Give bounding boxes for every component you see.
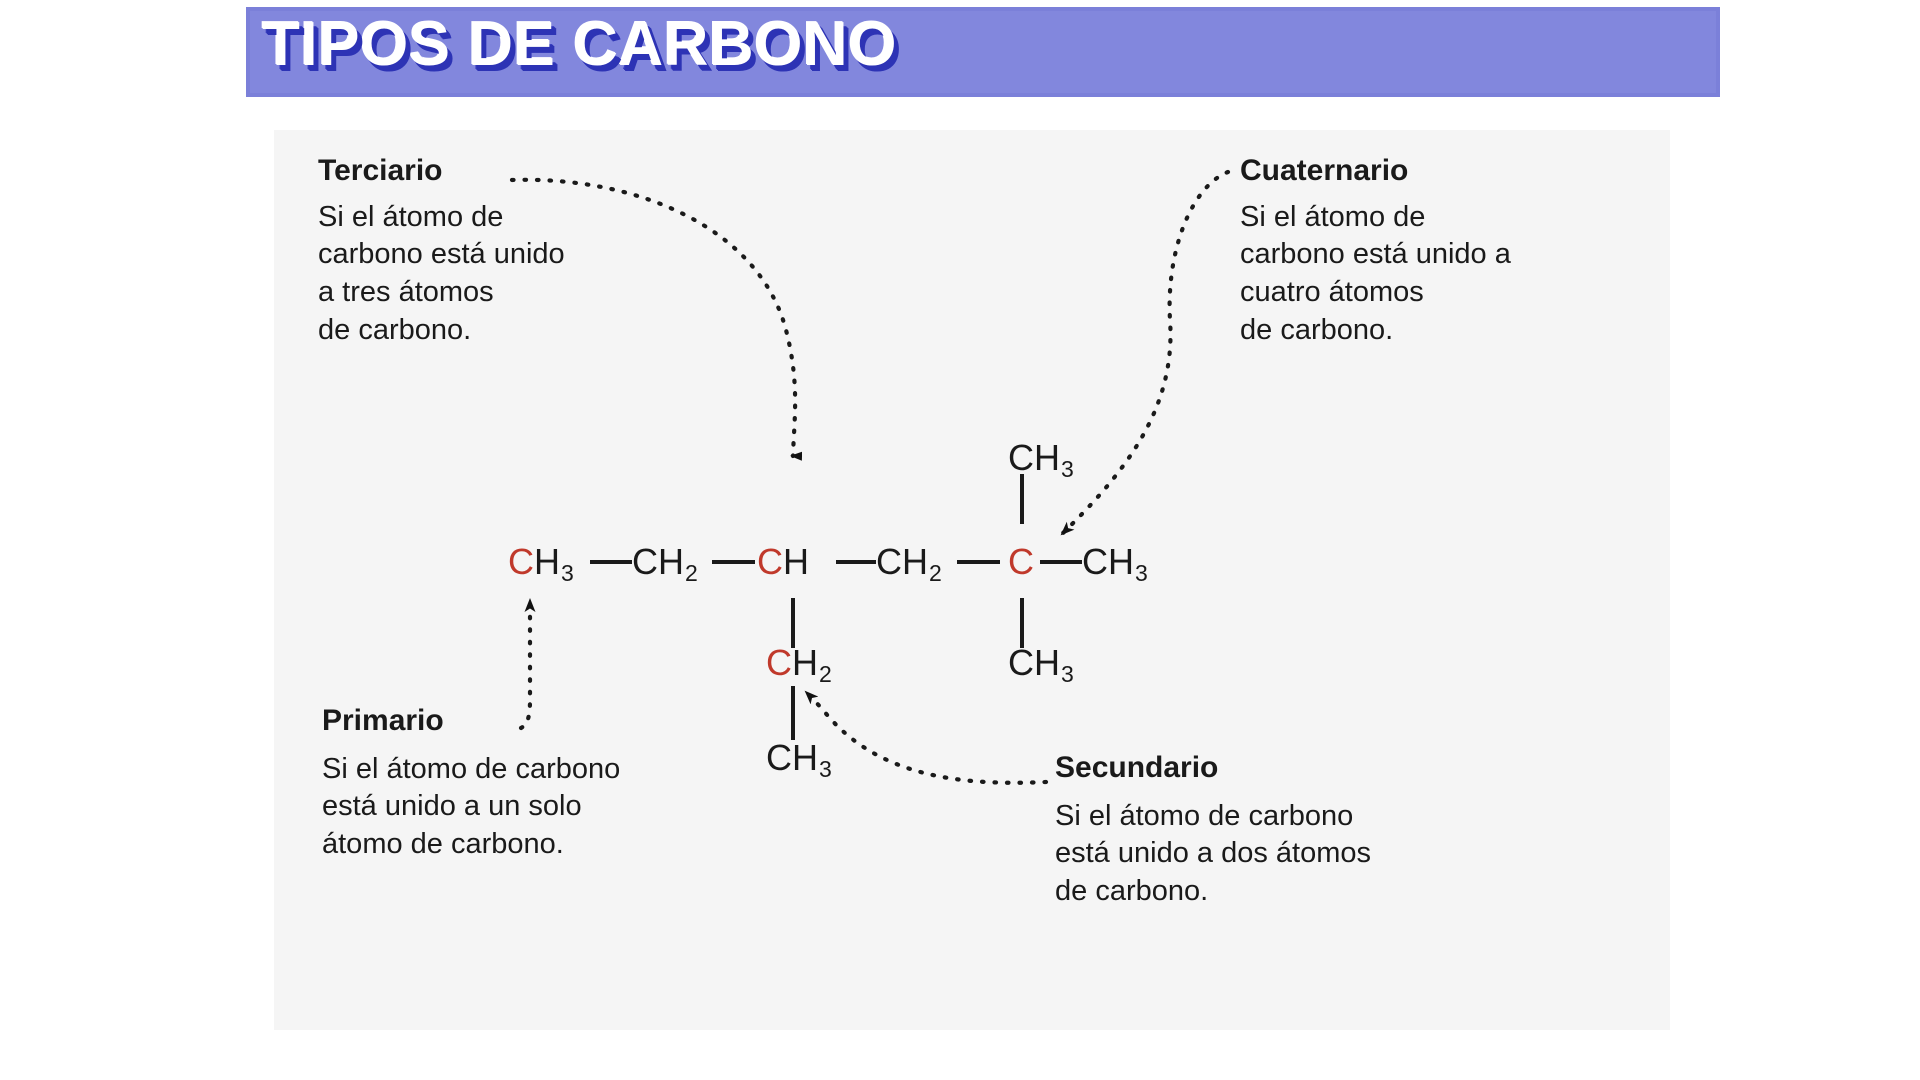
atom-c3-ch: CH (757, 541, 809, 582)
annotation-primario-body: Si el átomo de carbono está unido a un s… (322, 752, 621, 860)
atom-c2-ch2: CH2 (632, 541, 698, 586)
annotation-secundario-title: Secundario (1055, 751, 1219, 784)
page-title: TIPOS DE CARBONO (262, 10, 897, 79)
annotation-secundario-body: Si el átomo de carbono está unido a dos … (1055, 799, 1371, 907)
annotation-cuaternario-body: Si el átomo de carbono está unido a cuat… (1240, 200, 1511, 346)
atom-c6-ch3: CH3 (1082, 541, 1148, 586)
annotation-terciario-title: Terciario (318, 154, 443, 187)
atom-c5-c: C (1008, 541, 1034, 582)
annotation-primario: Primario Si el átomo de carbono está uni… (322, 705, 620, 864)
title-banner-inner (250, 11, 1716, 93)
atom-c1-ch3: CH3 (508, 541, 574, 586)
branch-bottom-ch3: CH3 (1008, 642, 1074, 687)
diagram-panel (274, 130, 1670, 1030)
branch-top-ch3: CH3 (1008, 437, 1074, 482)
annotation-cuaternario: Cuaternario Si el átomo de carbono está … (1240, 155, 1511, 349)
branch-mid-ch2: CH2 (766, 642, 832, 687)
annotation-terciario: Terciario Si el átomo de carbono está un… (318, 155, 565, 349)
branch-mid-ch3: CH3 (766, 737, 832, 782)
annotation-cuaternario-title: Cuaternario (1240, 154, 1409, 187)
annotation-primario-title: Primario (322, 704, 444, 737)
atom-c4-ch2: CH2 (876, 541, 942, 586)
annotation-terciario-body: Si el átomo de carbono está unido a tres… (318, 200, 565, 346)
annotation-secundario: Secundario Si el átomo de carbono está u… (1055, 752, 1371, 911)
